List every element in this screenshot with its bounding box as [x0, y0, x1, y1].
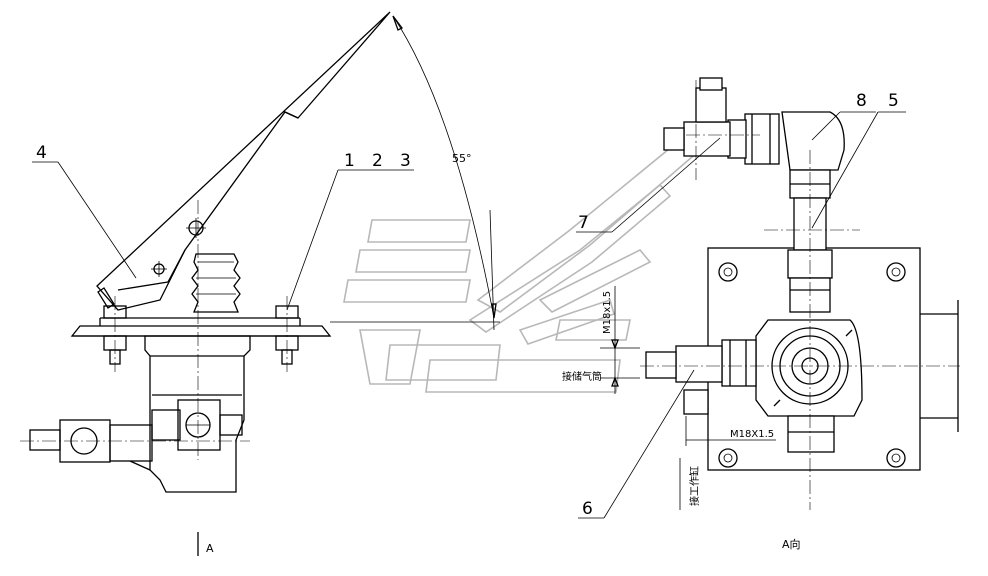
- note-to-reservoir: 接储气筒: [562, 370, 602, 383]
- mounting-hole: [718, 262, 906, 468]
- view-marker-a: A: [206, 542, 214, 555]
- callout-8: 8: [856, 91, 867, 111]
- angle-label: 55°: [452, 152, 472, 165]
- callout-4: 4: [36, 143, 47, 163]
- thread-label-horizontal: M18X1.5: [730, 429, 774, 440]
- callout-2: 2: [372, 151, 383, 171]
- callout-leaders-right: [576, 111, 906, 519]
- callout-3: 3: [400, 151, 411, 171]
- callout-7: 7: [578, 213, 589, 233]
- thread-label-vertical: M18x1.5: [602, 291, 613, 334]
- watermark-logo: [343, 139, 702, 393]
- thread-dimensions: [600, 286, 776, 510]
- valve-view-a: [640, 77, 960, 510]
- callout-1: 1: [344, 151, 355, 171]
- callout-6: 6: [582, 499, 593, 519]
- callout-5: 5: [888, 91, 899, 111]
- pedal-valve-side-view: [20, 11, 391, 556]
- angle-dimension: [330, 15, 500, 331]
- callout-leaders-left: [32, 161, 414, 311]
- view-caption-a: A向: [782, 537, 801, 551]
- note-to-brake-chamber: 接工作缸: [688, 466, 701, 506]
